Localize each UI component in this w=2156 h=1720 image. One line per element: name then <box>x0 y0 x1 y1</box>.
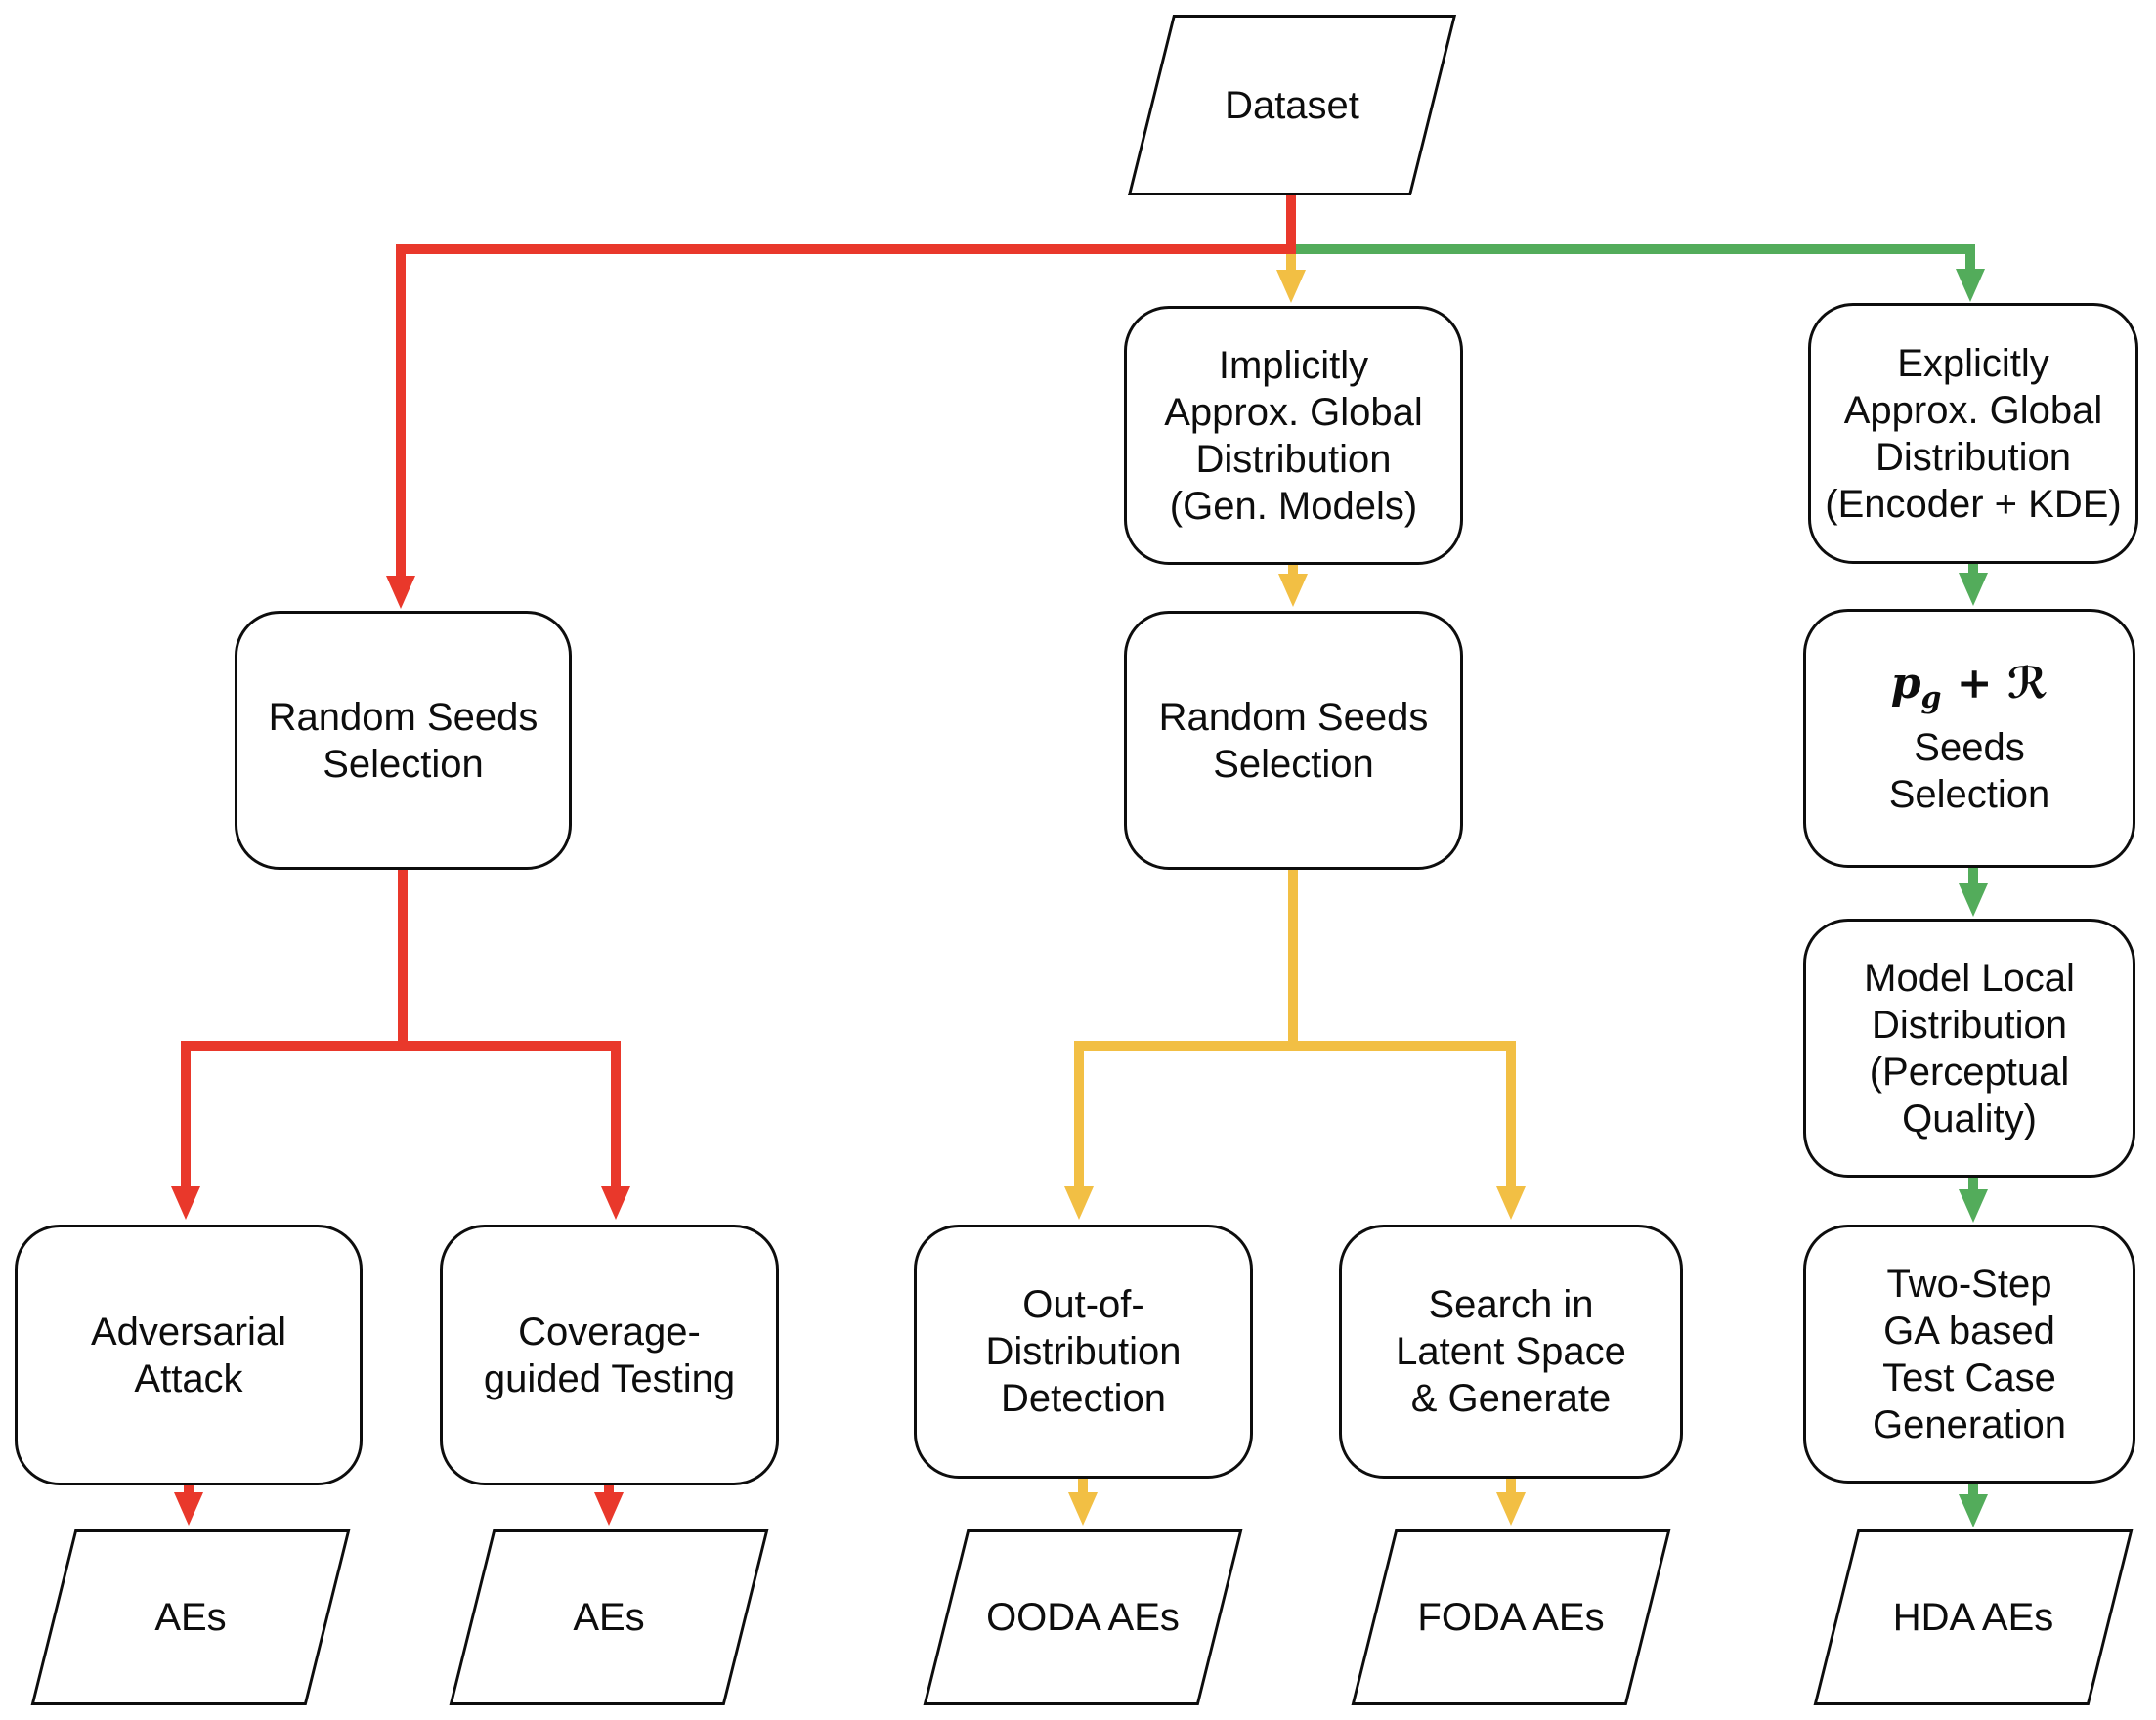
label-line: Two-Step <box>1886 1262 2052 1306</box>
label-line: Quality) <box>1902 1096 2037 1140</box>
label-line: HDA AEs <box>1892 1596 2054 1639</box>
node-dataset: Dataset <box>1127 15 1457 195</box>
label-line: Model Local <box>1864 956 2075 1000</box>
node-label: Random Seeds Selection <box>269 694 539 788</box>
node-label: Explicitly Approx. Global Distribution (… <box>1825 340 2121 528</box>
label-line: Approx. Global <box>1843 388 2103 432</box>
node-label: HDA AEs <box>1835 1529 2111 1705</box>
node-label: Search in Latent Space & Generate <box>1396 1281 1626 1422</box>
label-line: Adversarial <box>90 1310 287 1354</box>
label-line: Dataset <box>1225 83 1359 127</box>
node-label: Coverage- guided Testing <box>484 1309 735 1402</box>
arrowhead-green-pgr <box>1959 573 1988 606</box>
node-label: AEs <box>53 1529 328 1705</box>
node-label: Out-of- Distribution Detection <box>985 1281 1181 1422</box>
label-line: guided Testing <box>483 1356 736 1400</box>
math-p: p <box>1890 659 1921 710</box>
node-label: Implicitly Approx. Global Distribution (… <box>1164 342 1423 530</box>
label-line: Generation <box>1873 1402 2066 1446</box>
arrowhead-amber-implicit <box>1276 270 1306 303</box>
arrowhead-green-mld <box>1959 883 1988 917</box>
label-line: Attack <box>134 1356 243 1400</box>
label-line: Search in <box>1428 1283 1594 1326</box>
node-search-in-latent-space: Search in Latent Space & Generate <box>1339 1225 1683 1479</box>
connector-amber-seeds-split <box>1074 870 1516 1188</box>
arrowhead-red-aes1 <box>174 1492 203 1526</box>
node-label: AEs <box>471 1529 747 1705</box>
label-line: (Gen. Models) <box>1169 484 1418 528</box>
arrowhead-amber-sls <box>1496 1186 1526 1220</box>
label-line: AEs <box>573 1596 645 1639</box>
label-line: Coverage- <box>518 1310 701 1354</box>
arrowhead-red-cgt <box>601 1186 630 1220</box>
node-label: pg + ℛ Seeds Selection <box>1889 659 2050 818</box>
arrowhead-red-seeds <box>386 576 415 609</box>
label-line: Distribution <box>1875 435 2072 479</box>
label-line: Random Seeds <box>268 695 539 739</box>
math-plus-script-r: + ℛ <box>1941 659 2048 710</box>
node-label: Model Local Distribution (Perceptual Qua… <box>1864 955 2075 1142</box>
arrowhead-amber-ood <box>1064 1186 1094 1220</box>
connector-red-junction-to-seeds <box>396 244 1296 578</box>
label-line: (Encoder + KDE) <box>1825 482 2122 526</box>
node-explicit-approx-global-distribution: Explicitly Approx. Global Distribution (… <box>1808 303 2138 564</box>
label-line: AEs <box>154 1596 227 1639</box>
arrowhead-amber-ooda <box>1068 1492 1098 1526</box>
node-aes-red-2: AEs <box>449 1529 769 1705</box>
label-line: (Perceptual <box>1869 1050 2070 1094</box>
label-line: & Generate <box>1410 1377 1612 1420</box>
node-two-step-ga-test-case-generation: Two-Step GA based Test Case Generation <box>1803 1225 2135 1484</box>
label-line: FODA AEs <box>1417 1596 1605 1639</box>
arrowhead-green-tsga <box>1959 1189 1988 1223</box>
label-line: Test Case <box>1882 1355 2056 1399</box>
label-line: OODA AEs <box>986 1596 1180 1639</box>
node-label: Adversarial Attack <box>91 1309 286 1402</box>
node-ooda-aes: OODA AEs <box>923 1529 1243 1705</box>
arrowhead-amber-seeds <box>1278 574 1308 607</box>
arrowhead-green-hda <box>1959 1494 1988 1527</box>
label-line: GA based <box>1883 1309 2055 1353</box>
label-line: Random Seeds <box>1158 695 1429 739</box>
arrowhead-red-aes2 <box>594 1492 624 1526</box>
node-aes-red-1: AEs <box>30 1529 351 1705</box>
label-line: Implicitly <box>1218 343 1369 387</box>
connector-green-junction-to-explicit <box>1291 244 1975 271</box>
arrowhead-green-explicit <box>1956 269 1985 302</box>
label-line: Selection <box>1213 742 1374 786</box>
node-label: Two-Step GA based Test Case Generation <box>1873 1261 2066 1448</box>
node-random-seeds-selection-red: Random Seeds Selection <box>235 611 572 870</box>
node-label: OODA AEs <box>945 1529 1221 1705</box>
node-foda-aes: FODA AEs <box>1351 1529 1671 1705</box>
label-line: Distribution <box>1195 437 1392 481</box>
node-implicit-approx-global-distribution: Implicitly Approx. Global Distribution (… <box>1124 306 1463 565</box>
label-line: Selection <box>323 742 484 786</box>
connector-red-seeds-split <box>181 870 621 1188</box>
label-line: Approx. Global <box>1164 390 1423 434</box>
node-random-seeds-selection-amber: Random Seeds Selection <box>1124 611 1463 870</box>
arrowhead-red-adv <box>171 1186 200 1220</box>
node-label: FODA AEs <box>1373 1529 1649 1705</box>
node-model-local-distribution: Model Local Distribution (Perceptual Qua… <box>1803 919 2135 1178</box>
node-pg-r-seeds-selection: pg + ℛ Seeds Selection <box>1803 609 2135 868</box>
label-line: Distribution <box>985 1330 1182 1373</box>
node-hda-aes: HDA AEs <box>1813 1529 2134 1705</box>
label-line: Seeds <box>1914 725 2025 769</box>
node-adversarial-attack: Adversarial Attack <box>15 1225 363 1485</box>
label-line: Distribution <box>1871 1003 2068 1047</box>
node-label: Dataset <box>1150 15 1434 195</box>
math-subscript-g: g <box>1920 680 1942 715</box>
node-coverage-guided-testing: Coverage- guided Testing <box>440 1225 779 1485</box>
arrowhead-amber-foda <box>1496 1492 1526 1526</box>
label-line: Latent Space <box>1396 1330 1626 1373</box>
label-line: Explicitly <box>1897 341 2049 385</box>
node-label: Random Seeds Selection <box>1159 694 1429 788</box>
label-line: Detection <box>1001 1377 1166 1420</box>
math-expression: pg + ℛ <box>1889 659 2050 724</box>
node-out-of-distribution-detection: Out-of- Distribution Detection <box>914 1225 1253 1479</box>
label-line: Selection <box>1888 772 2050 816</box>
label-line: Out-of- <box>1022 1283 1144 1326</box>
